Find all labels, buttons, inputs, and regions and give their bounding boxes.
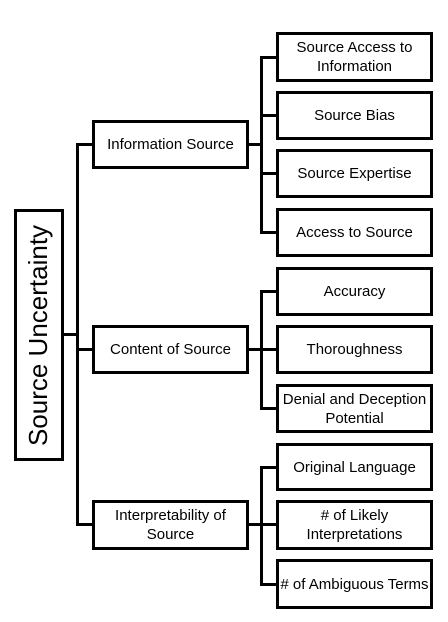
category-node-information-source: Information Source (92, 120, 249, 169)
leaf-label: # of Likely Interpretations (306, 507, 403, 543)
root-label: Source Uncertainty (23, 224, 54, 446)
leaf-label: Original Language (293, 458, 416, 476)
connector-branch-1 (76, 143, 94, 146)
category-node-content-of-source: Content of Source (92, 325, 249, 374)
connector-leaf-1-3 (260, 172, 278, 175)
connector-branch-3 (76, 523, 94, 526)
leaf-node-denial-and-deception-potential: Denial and Deception Potential (276, 384, 433, 433)
connector-branch-2 (76, 348, 94, 351)
connector-root (62, 333, 78, 336)
category-label: Information Source (107, 136, 234, 153)
leaf-node-source-access-to-information: Source Access to Information (276, 32, 433, 82)
leaf-node-number-of-likely-interpretations: # of Likely Interpretations (276, 500, 433, 550)
root-node: Source Uncertainty (14, 209, 64, 461)
leaf-label: Source Expertise (297, 165, 412, 182)
leaf-node-access-to-source: Access to Source (276, 208, 433, 257)
connector-cat-1-vertical (260, 56, 263, 233)
connector-leaf-3-1 (260, 466, 278, 469)
leaf-label: Source Access to Information (296, 39, 413, 75)
leaf-node-source-expertise: Source Expertise (276, 149, 433, 198)
category-node-interpretability-of-source: Interpretability of Source (92, 500, 249, 550)
leaf-node-accuracy: Accuracy (276, 267, 433, 316)
connector-trunk (76, 143, 79, 526)
leaf-label: Access to Source (296, 224, 413, 241)
leaf-node-original-language: Original Language (276, 443, 433, 491)
leaf-label: Denial and Deception Potential (282, 390, 427, 427)
connector-leaf-1-1 (260, 56, 278, 59)
connector-leaf-1-2 (260, 114, 278, 117)
leaf-node-thoroughness: Thoroughness (276, 325, 433, 374)
connector-cat-3-out (248, 523, 262, 526)
connector-leaf-3-2 (260, 523, 278, 526)
leaf-label: Accuracy (323, 283, 386, 300)
leaf-node-source-bias: Source Bias (276, 91, 433, 140)
leaf-label: Thoroughness (306, 341, 403, 358)
leaf-node-number-of-ambiguous-terms: # of Ambiguous Terms (276, 559, 433, 609)
connector-cat-1-out (248, 143, 262, 146)
leaf-label: Source Bias (314, 107, 395, 124)
leaf-label: # of Ambiguous Terms (280, 575, 429, 593)
category-label: Content of Source (110, 341, 231, 358)
connector-leaf-1-4 (260, 231, 278, 234)
connector-leaf-2-3 (260, 407, 278, 410)
connector-leaf-2-1 (260, 290, 278, 293)
connector-leaf-3-3 (260, 583, 278, 586)
connector-leaf-2-2 (260, 348, 278, 351)
category-label: Interpretability of Source (115, 507, 226, 543)
connector-cat-2-out (248, 348, 262, 351)
